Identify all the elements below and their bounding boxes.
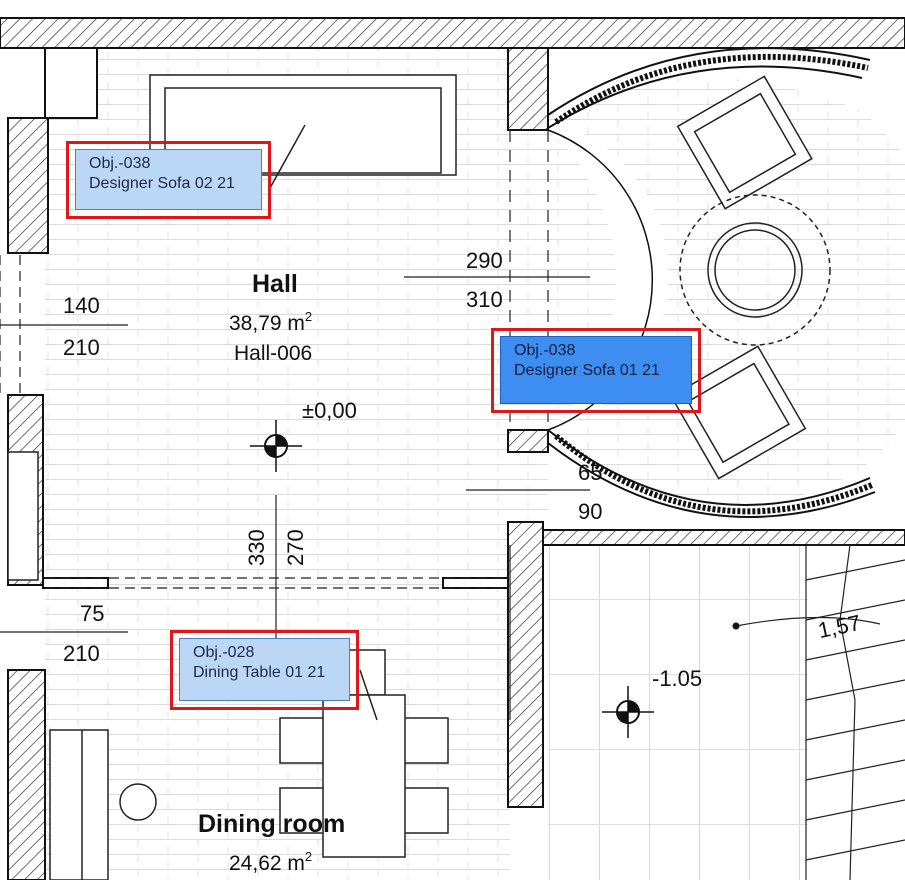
- object-tag-id: Obj.-028: [193, 644, 255, 661]
- room-code-hall: Hall-006: [234, 342, 313, 365]
- object-tag-sofa-01-selected[interactable]: Obj.-038 Designer Sofa 01 21: [491, 328, 701, 413]
- dimension-210-upper: 210: [63, 335, 100, 360]
- object-tag-id: Obj.-038: [514, 342, 576, 359]
- sideboard: [7, 451, 157, 880]
- room-area-value: 24,62 m: [229, 852, 305, 875]
- room-name-dining: Dining room: [198, 810, 346, 838]
- room-area-value: 38,79 m: [229, 312, 305, 335]
- armchair-lower: [670, 345, 807, 480]
- walls: [0, 17, 905, 880]
- plan-lines: [0, 130, 590, 720]
- object-tag-body[interactable]: Obj.-028 Dining Table 01 21: [179, 638, 350, 701]
- dimension-140: 140: [63, 293, 100, 318]
- object-tag-name: Dining Table 01 21: [193, 664, 326, 681]
- dimension-290: 290: [466, 248, 503, 273]
- round-coffee-table: [679, 194, 831, 346]
- object-tag-id: Obj.-038: [89, 155, 151, 172]
- armchair-upper: [676, 75, 813, 210]
- dimension-75: 75: [80, 601, 105, 626]
- lower-floor-tiles: [548, 545, 808, 880]
- dimension-310: 310: [466, 287, 503, 312]
- level-label-lower: -1.05: [652, 666, 703, 691]
- room-area-unit-sup: 2: [304, 309, 313, 324]
- object-tag-sofa-02[interactable]: Obj.-038 Designer Sofa 02 21: [66, 141, 271, 219]
- level-marker-hall: [250, 420, 302, 472]
- room-area-unit-sup: 2: [304, 849, 313, 864]
- hall-floor: [45, 45, 905, 880]
- dimension-90: 90: [578, 499, 603, 524]
- curved-bay-wall: [547, 47, 876, 518]
- object-tag-body[interactable]: Obj.-038 Designer Sofa 02 21: [75, 149, 262, 210]
- object-tag-body[interactable]: Obj.-038 Designer Sofa 01 21: [500, 336, 692, 404]
- object-tag-name: Designer Sofa 02 21: [89, 175, 235, 192]
- object-tag-name: Designer Sofa 01 21: [514, 362, 660, 379]
- object-tag-dining-table[interactable]: Obj.-028 Dining Table 01 21: [170, 630, 359, 710]
- ramp: [732, 544, 905, 880]
- room-area-hall: 38,79 m2: [229, 310, 312, 334]
- level-label-hall: ±0,00: [302, 398, 357, 423]
- dimension-65: 65: [578, 460, 603, 485]
- level-marker-lower: [602, 686, 654, 738]
- dimension-210-lower: 210: [63, 641, 100, 666]
- room-area-dining: 24,62 m2: [229, 850, 312, 874]
- dining-table: [279, 649, 449, 858]
- room-name-hall: Hall: [252, 270, 298, 298]
- dimension-270: 270: [283, 529, 308, 566]
- dimension-330: 330: [244, 529, 269, 566]
